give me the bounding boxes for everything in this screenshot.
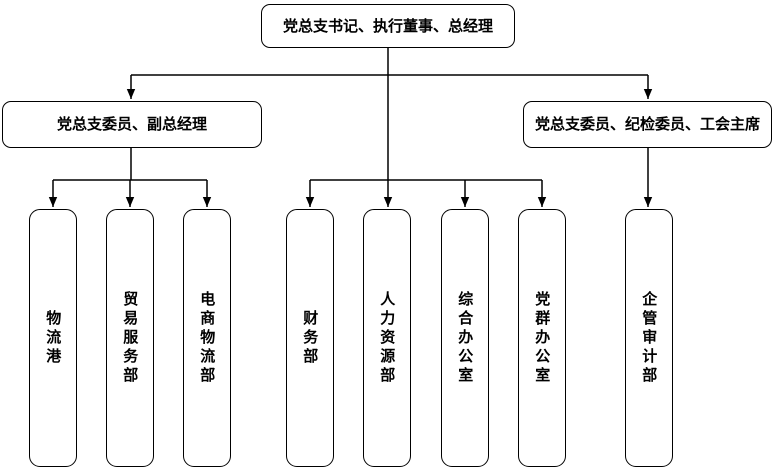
- org-node-dept-party-masses-office: 党群办公室: [518, 209, 566, 467]
- org-node-deputy-gm-label: 党总支委员、副总经理: [56, 115, 207, 134]
- org-node-dept-logistics-port: 物流港: [29, 209, 77, 467]
- org-node-dept-trade-service: 贸易服务部: [106, 209, 154, 467]
- dept-label: 党群办公室: [533, 290, 552, 386]
- dept-label: 贸易服务部: [121, 290, 140, 386]
- org-node-root: 党总支书记、执行董事、总经理: [261, 4, 515, 48]
- org-node-union-chair-label: 党总支委员、纪检委员、工会主席: [534, 115, 760, 134]
- dept-label: 财务部: [301, 309, 320, 367]
- org-node-deputy-gm: 党总支委员、副总经理: [2, 101, 262, 148]
- dept-label: 物流港: [44, 309, 63, 367]
- dept-label: 综合办公室: [456, 290, 475, 386]
- org-node-root-label: 党总支书记、执行董事、总经理: [282, 16, 493, 35]
- org-node-dept-general-office: 综合办公室: [441, 209, 489, 467]
- dept-label: 企管审计部: [640, 290, 659, 386]
- org-node-dept-ecommerce-logistics: 电商物流部: [183, 209, 231, 467]
- org-node-dept-audit: 企管审计部: [625, 209, 673, 467]
- org-node-dept-human-resources: 人力资源部: [363, 209, 411, 467]
- dept-label: 人力资源部: [378, 290, 397, 386]
- org-node-dept-finance: 财务部: [286, 209, 334, 467]
- org-node-union-chair: 党总支委员、纪检委员、工会主席: [523, 101, 772, 148]
- dept-label: 电商物流部: [198, 290, 217, 386]
